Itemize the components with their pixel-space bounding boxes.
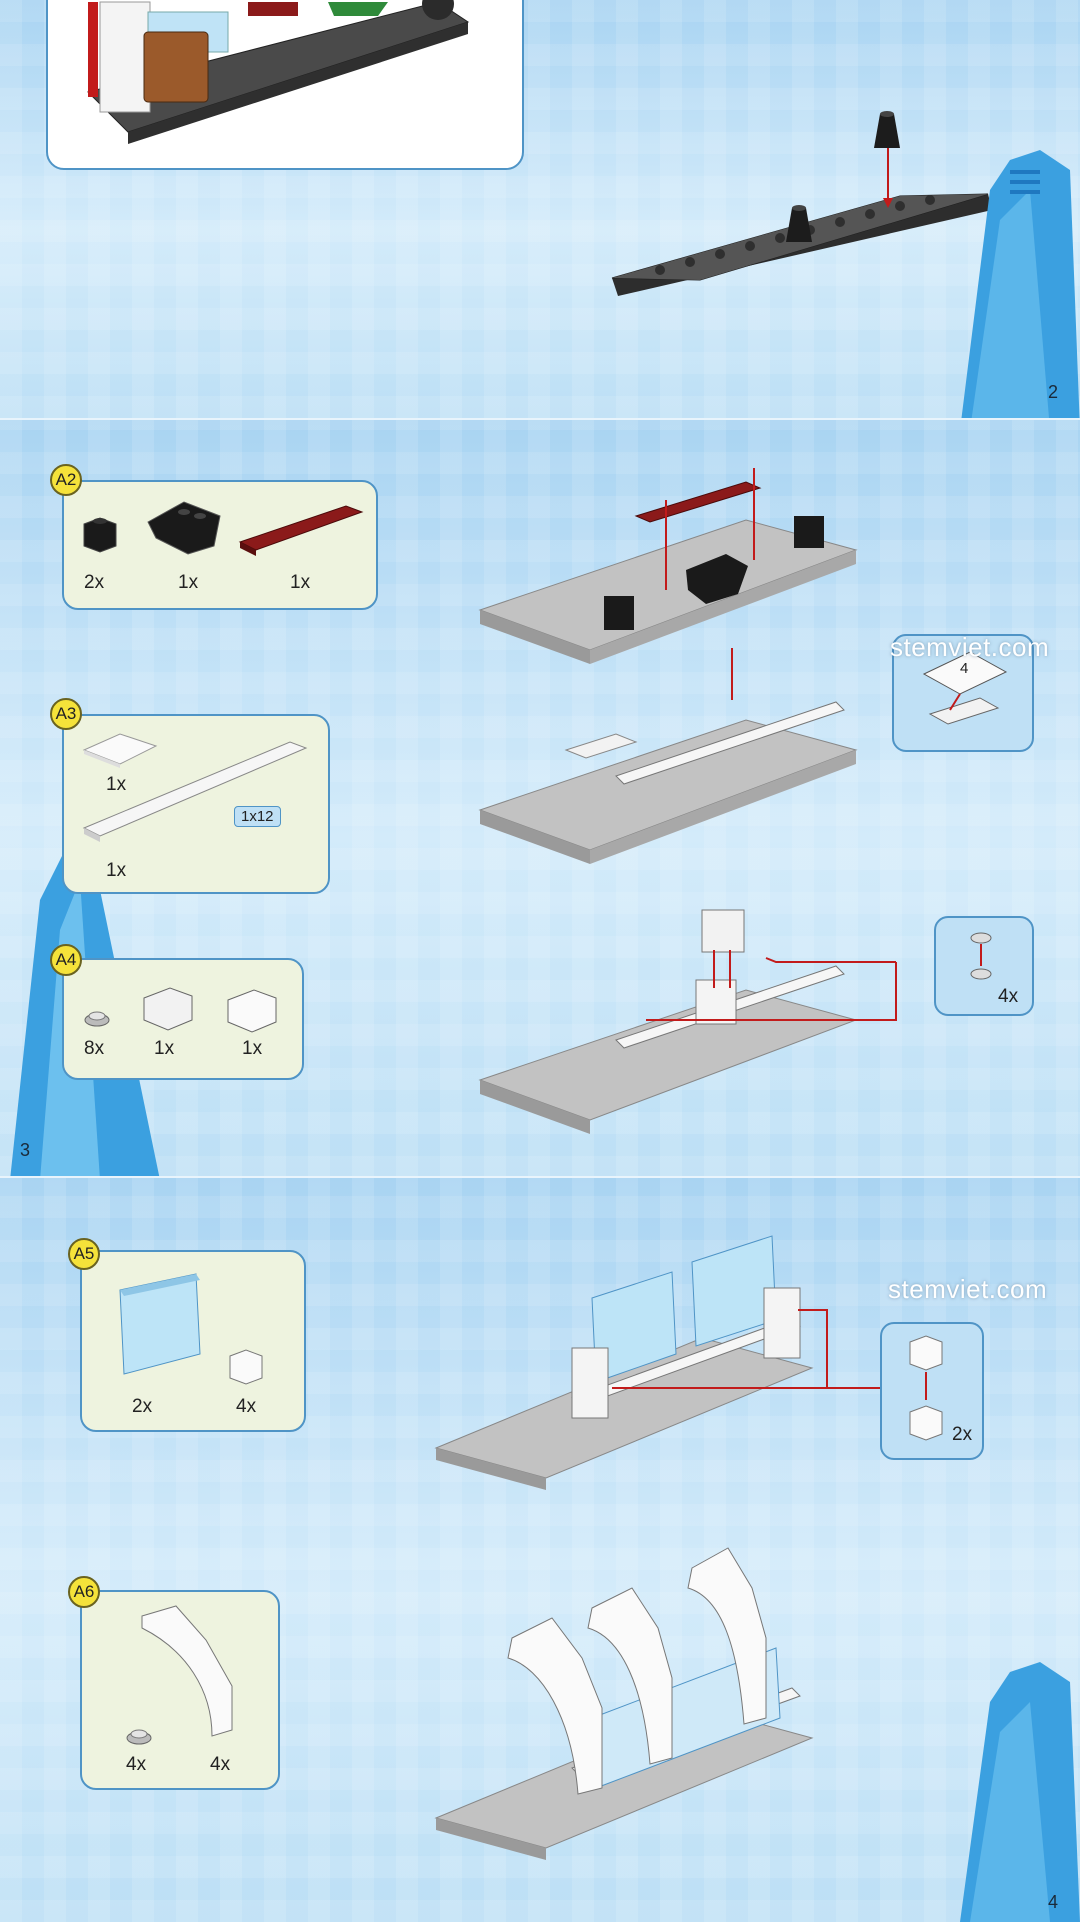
page-number: 2 [1048, 382, 1059, 402]
part-quantity: 1x [106, 774, 127, 795]
step-badge: A4 [50, 944, 82, 976]
assembly-step-a4 [478, 909, 897, 1134]
plate-1x6-red-icon [238, 505, 364, 556]
brick-1x1-white-icon [229, 1349, 263, 1385]
arrow-icon [883, 148, 893, 208]
grille-brick-icon [143, 987, 193, 1031]
watermark: stemviet.com [888, 1274, 1048, 1304]
callout-quantity: 4x [998, 986, 1019, 1007]
part-quantity: 4x [210, 1754, 231, 1775]
part-quantity: 1x [154, 1038, 175, 1059]
part-quantity: 8x [84, 1038, 105, 1059]
plate-1x12-white-icon [82, 741, 308, 842]
step-badge: A6 [68, 1576, 100, 1608]
sticker-sheet-icon [922, 651, 1008, 725]
part-quantity: 4x [236, 1396, 257, 1417]
part-quantity: 1x [178, 572, 199, 593]
instruction-page-3: A2 2x 1x 1x A3 1x 1x12 1x [0, 418, 1080, 1178]
brick-1x1-black-icon [83, 517, 117, 553]
part-quantity: 1x [106, 860, 127, 881]
cone-piece [874, 111, 900, 148]
part-quantity: 1x [242, 1038, 263, 1059]
instruction-page-4: A5 2x 4x stemviet.com 2x A6 4x 4x [0, 1176, 1080, 1922]
arch-brick-icon [141, 1605, 233, 1737]
callout-quantity: 2x [952, 1424, 973, 1445]
round-plate-icon [84, 1011, 110, 1027]
model-preview-illustration [87, 0, 470, 144]
instruction-page-2: 2 [0, 0, 1080, 418]
size-tag: 1x12 [234, 806, 281, 827]
skyscraper-decoration [961, 150, 1080, 418]
tile-2x2-white-icon [82, 733, 158, 768]
part-quantity: 1x [290, 572, 311, 593]
cone-piece [786, 205, 812, 242]
part-quantity: 4x [126, 1754, 147, 1775]
brick-1x2-white-icon [227, 989, 277, 1033]
watermark: stemviet.com [890, 632, 1050, 662]
round-plate-icon [126, 1729, 152, 1745]
slope-brick-black-icon [147, 501, 221, 555]
round-plate-stack-icon [970, 932, 992, 980]
assembly-step-a2 [478, 468, 858, 664]
assembly-step-a6 [434, 1547, 814, 1860]
step-badge: A5 [68, 1238, 100, 1270]
parts-callout [934, 916, 1034, 1016]
step-badge: A3 [50, 698, 82, 730]
finished-model-preview [46, 0, 524, 170]
step-badge: A2 [50, 464, 82, 496]
assembly-step-a5 [434, 1235, 892, 1490]
window-panel-icon [119, 1273, 201, 1375]
assembly-step-a3 [478, 648, 858, 864]
sticker-number: 4 [960, 660, 969, 677]
part-quantity: 2x [132, 1396, 153, 1417]
page-number: 3 [20, 1140, 31, 1160]
part-quantity: 2x [84, 572, 105, 593]
skyscraper-decoration [960, 1662, 1080, 1922]
page-number: 4 [1048, 1892, 1059, 1912]
brick-stack-icon [909, 1335, 943, 1441]
